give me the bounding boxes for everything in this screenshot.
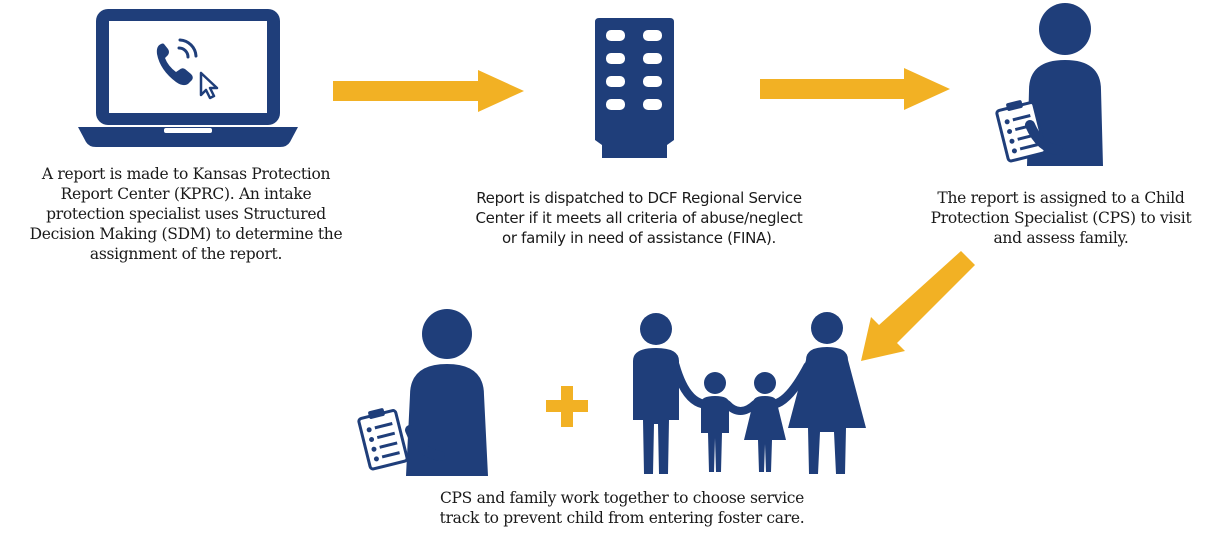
specialist-with-clipboard-icon [357,309,488,476]
caption-line: Report Center (KPRC). An intake [60,185,312,203]
caption-line: Protection Specialist (CPS) to visit [930,209,1192,227]
plus-icon [546,386,588,427]
caption-line: track to prevent child from entering fos… [439,509,805,527]
caption-line: Center if it meets all criteria of abuse… [475,209,803,227]
laptop-phone-call-icon [78,9,298,147]
caption-line: A report is made to Kansas Protection [41,165,331,183]
arrow-down-left-icon [861,251,975,361]
office-building-icon [595,18,674,158]
caption-line: The report is assigned to a Child [937,189,1185,207]
caption-line: CPS and family work together to choose s… [439,489,805,507]
caption-line: protection specialist uses Structured [46,205,326,223]
caption-line: and assess family. [993,229,1129,247]
caption-line: or family in need of assistance (FINA). [501,229,777,247]
step3-caption: The report is assigned to a Child Protec… [898,188,1224,248]
caption-line: Report is dispatched to DCF Regional Ser… [476,189,802,207]
arrow-right-icon [760,68,950,110]
step1-caption: A report is made to Kansas Protection Re… [0,164,372,264]
arrow-right-icon [333,70,524,112]
family-icon [633,312,866,474]
step2-caption: Report is dispatched to DCF Regional Ser… [436,188,842,248]
specialist-with-clipboard-icon [995,3,1103,166]
step4-caption: CPS and family work together to choose s… [380,488,864,528]
caption-line: Decision Making (SDM) to determine the [29,225,343,243]
caption-line: assignment of the report. [89,245,283,263]
